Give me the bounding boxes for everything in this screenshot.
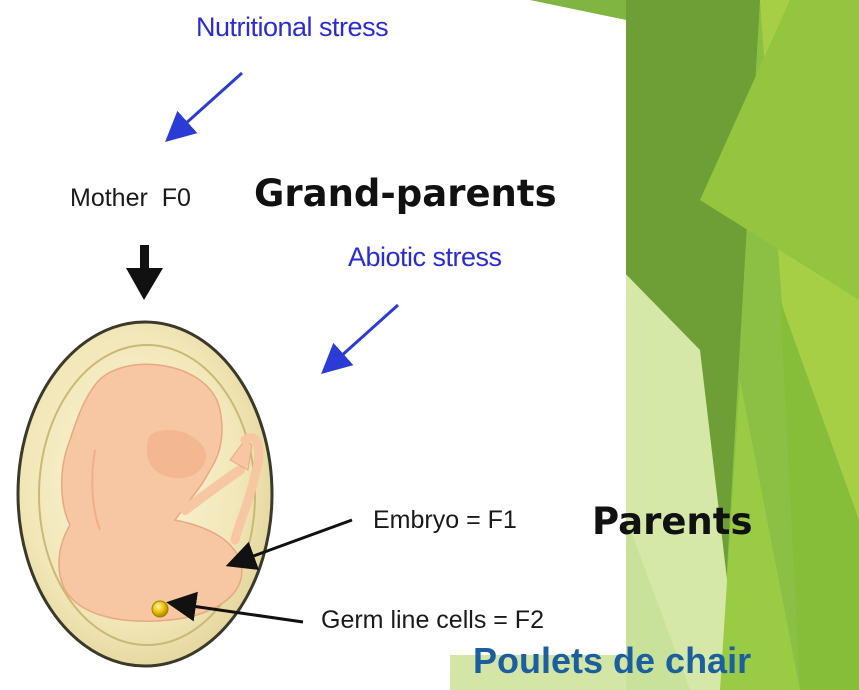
germ-line-cells-label: Germ line cells = F2 xyxy=(321,606,544,635)
parents-label: Parents xyxy=(592,500,752,543)
germ-cell-icon xyxy=(152,601,168,617)
abiotic-stress-label: Abiotic stress xyxy=(348,242,502,273)
poulets-de-chair-title: Poulets de chair xyxy=(473,640,751,682)
mother-f0-label: Mother F0 xyxy=(70,184,191,213)
nutritional-stress-label: Nutritional stress xyxy=(196,12,388,43)
embryo-f1-label: Embryo = F1 xyxy=(373,506,517,535)
grand-parents-label: Grand-parents xyxy=(254,172,557,215)
